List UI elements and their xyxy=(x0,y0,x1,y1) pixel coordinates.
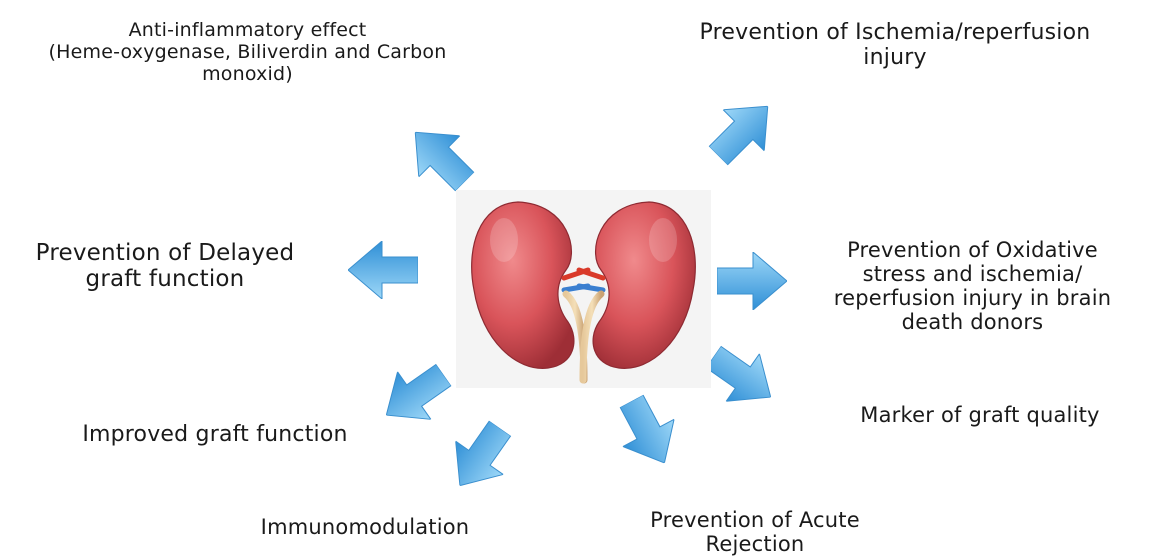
label-acute-rejection: Prevention of Acute Rejection xyxy=(605,508,905,556)
label-line: graft function xyxy=(5,266,325,292)
label-line: monoxid) xyxy=(5,64,490,86)
label-anti-inflammatory: Anti-inflammatory effect (Heme-oxygenase… xyxy=(5,20,490,86)
label-line: death donors xyxy=(790,310,1155,334)
arrow-icon-left xyxy=(348,241,418,299)
arrow-icon-bottom-left xyxy=(436,412,524,503)
arrow-icon-upper-left xyxy=(395,112,486,203)
label-line: Improved graft function xyxy=(40,422,390,447)
label-ischemia-reperfusion: Prevention of Ischemia/reperfusion injur… xyxy=(640,20,1150,71)
arrow-icon-bottom-right xyxy=(606,387,690,476)
label-line: Prevention of Oxidative xyxy=(790,238,1155,262)
label-immunomodulation: Immunomodulation xyxy=(225,515,505,539)
label-line: Anti-inflammatory effect xyxy=(5,20,490,42)
kidneys-icon xyxy=(456,190,711,388)
label-line: Prevention of Ischemia/reperfusion xyxy=(640,20,1150,45)
arrow-icon-upper-right xyxy=(698,86,789,177)
label-line: Rejection xyxy=(605,532,905,556)
label-line: reperfusion injury in brain xyxy=(790,286,1155,310)
label-line: (Heme-oxygenase, Biliverdin and Carbon xyxy=(5,42,490,64)
label-line: Immunomodulation xyxy=(225,515,505,539)
label-marker-graft-quality: Marker of graft quality xyxy=(810,403,1150,427)
label-line: stress and ischemia/ xyxy=(790,262,1155,286)
label-line: Prevention of Delayed xyxy=(5,240,325,266)
kidneys-illustration xyxy=(456,190,711,388)
label-delayed-graft-function: Prevention of Delayed graft function xyxy=(5,240,325,293)
label-oxidative-stress: Prevention of Oxidative stress and ische… xyxy=(790,238,1155,335)
label-improved-graft-function: Improved graft function xyxy=(40,422,390,447)
label-line: Marker of graft quality xyxy=(810,403,1150,427)
label-line: Prevention of Acute xyxy=(605,508,905,532)
arrow-icon-right xyxy=(717,252,787,310)
label-line: injury xyxy=(640,45,1150,70)
